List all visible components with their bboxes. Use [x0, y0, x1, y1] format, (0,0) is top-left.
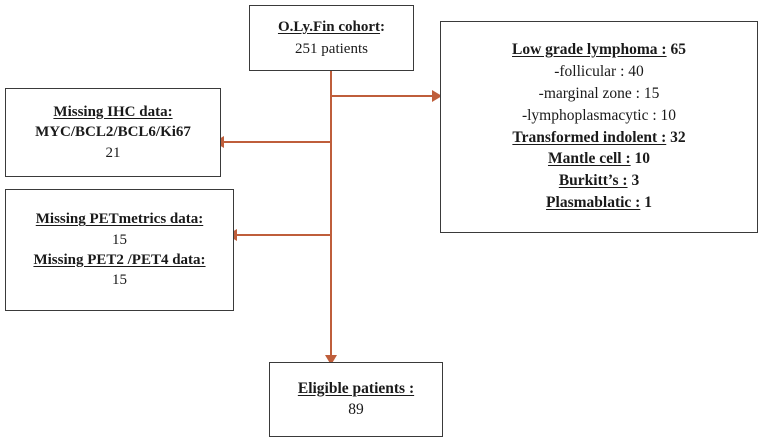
ihc-count: 21: [105, 144, 121, 161]
cohort-count: 251 patients: [295, 40, 368, 57]
arrowhead-right-icon: [432, 90, 442, 102]
histology-value: 10: [634, 150, 651, 168]
histology-line: -lymphoplasmacytic : 10: [521, 106, 677, 124]
cohort-box: O.Ly.Fin cohort: 251 patients: [249, 5, 414, 71]
histology-line: Transformed indolent : 32: [512, 129, 685, 148]
histology-line: Plasmablatic : 1: [546, 194, 652, 213]
connector-to-histology: [331, 95, 441, 97]
arrowhead-down-icon: [325, 355, 337, 365]
pet-metrics-title: Missing PETmetrics data:: [35, 211, 204, 228]
missing-ihc-box: Missing IHC data: MYC/BCL2/BCL6/Ki67 21: [5, 88, 221, 177]
histology-label: Transformed indolent :: [512, 128, 667, 146]
histology-line: Burkitt’s : 3: [559, 172, 639, 191]
eligible-title: Eligible patients :: [297, 379, 415, 397]
ihc-title: Missing IHC data:: [53, 104, 173, 121]
missing-pet-box: Missing PETmetrics data: 15 Missing PET2…: [5, 189, 234, 311]
pet-metrics-count: 15: [112, 231, 127, 248]
histology-line: -marginal zone : 15: [538, 84, 660, 102]
eligible-count: 89: [348, 400, 364, 418]
ihc-markers: MYC/BCL2/BCL6/Ki67: [35, 124, 191, 141]
histology-label: Plasmablatic :: [546, 194, 641, 212]
connector-trunk-vertical: [330, 70, 332, 365]
histology-line: Low grade lymphoma : 65: [512, 41, 686, 60]
pet24-title: Missing PET2 /PET4 data:: [33, 252, 206, 268]
cohort-title-suffix: :: [380, 19, 386, 36]
histology-breakdown-box: Low grade lymphoma : 65 -follicular : 40…: [440, 21, 758, 233]
histology-value: 65: [670, 40, 686, 58]
cohort-title-line: O.Ly.Fin cohort:: [278, 18, 385, 36]
histology-label: Low grade lymphoma :: [512, 40, 667, 58]
pet24-count: 15: [112, 272, 127, 289]
histology-value: 32: [670, 128, 686, 146]
histology-label: Burkitt’s :: [558, 172, 628, 190]
cohort-title: O.Ly.Fin cohort: [277, 19, 381, 36]
eligible-patients-box: Eligible patients : 89: [269, 362, 443, 437]
histology-value: 1: [644, 194, 652, 212]
connector-to-ihc: [219, 141, 332, 143]
connector-to-pet: [232, 234, 332, 236]
histology-line: Mantle cell : 10: [548, 150, 650, 169]
histology-value: 3: [631, 172, 640, 190]
histology-label: Mantle cell :: [547, 150, 631, 168]
histology-line: -follicular : 40: [554, 62, 644, 80]
